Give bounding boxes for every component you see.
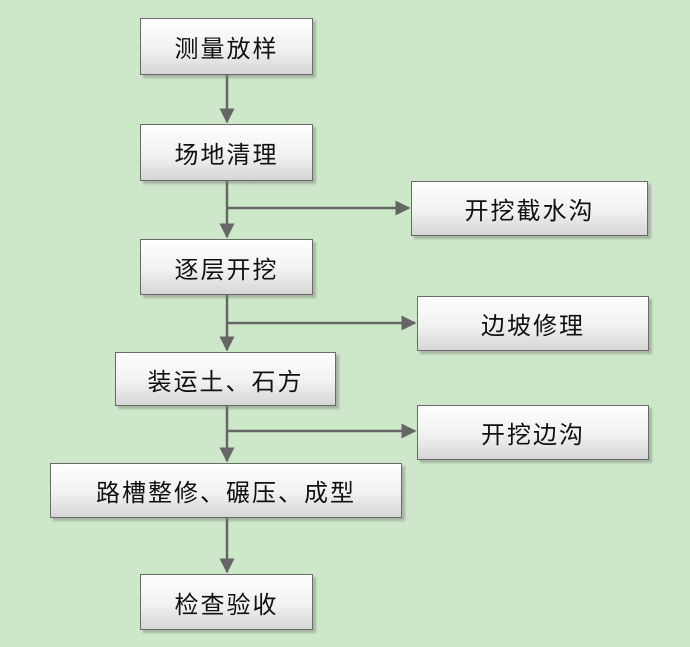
branch-slope-repair: 边坡修理	[417, 296, 649, 351]
branch-side-ditch: 开挖边沟	[417, 405, 649, 460]
step-clear: 场地清理	[140, 124, 313, 181]
step-excavate: 逐层开挖	[140, 239, 313, 295]
step-inspect: 检查验收	[140, 574, 313, 630]
step-measure: 测量放样	[140, 18, 313, 75]
step-trench: 路槽整修、碾压、成型	[50, 463, 402, 518]
step-load: 装运土、石方	[115, 352, 336, 406]
branch-intercept-ditch: 开挖截水沟	[411, 181, 648, 236]
